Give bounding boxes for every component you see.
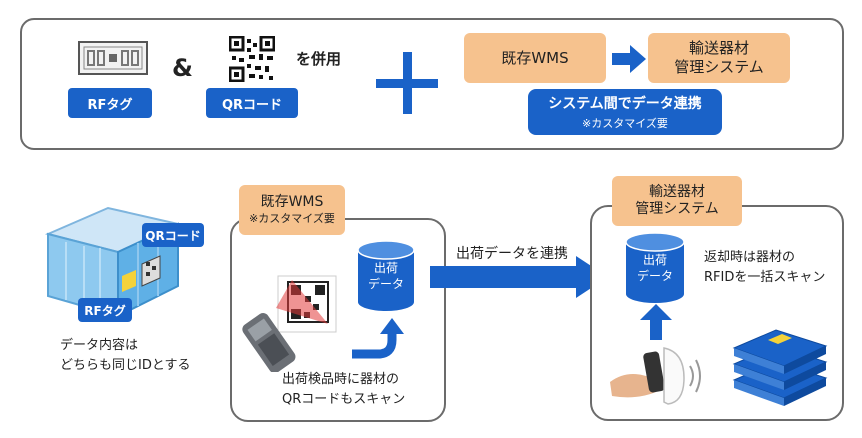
handheld-scanner-icon [242,275,337,372]
wms-database-icon [358,240,414,311]
qr-code-icon [228,35,276,83]
wms-caption-line2: QRコードもスキャン [282,392,406,408]
arrow-right-icon [612,45,646,73]
curved-up-arrow-icon [352,318,404,359]
plus-icon [376,52,438,114]
wms-caption: 出荷検品時に器材の QRコードもスキャン [282,370,405,410]
integration-title: システム間でデータ連携 [548,96,702,112]
equipment-db-label: 出荷 データ [626,252,684,284]
wms-note: ※カスタマイズ要 [249,211,335,225]
wms-caption-line1: 出荷検品時に器材の [282,372,400,387]
wms-db-line1: 出荷 [373,261,398,275]
equipment-db-line1: 出荷 [642,253,667,267]
stacked-containers-icon [732,329,828,406]
container-rf-label: RFタグ [78,298,132,322]
wms-title-box: 既存WMS ※カスタマイズ要 [239,185,345,235]
qr-code-image [228,35,276,83]
existing-wms-box: 既存WMS [464,33,606,83]
equipment-system-line2: 管理システム [674,58,764,76]
equipment-title-box: 輸送器材 管理システム [612,176,742,226]
equipment-system-line1: 輸送器材 [688,39,749,58]
equipment-caption: 返却時は器材の RFIDを一括スキャン [704,248,825,288]
big-arrow-right-icon [430,256,608,298]
rfid-reader-icon [610,347,701,405]
caption-line-1: データ内容は [60,338,139,353]
wms-db-label: 出荷 データ [358,260,414,292]
link-arrow-label: 出荷データを連携 [456,246,568,262]
integration-note: ※カスタマイズ要 [582,117,668,130]
equipment-system-box-top: 輸送器材 管理システム [648,33,790,83]
wms-title: 既存WMS [260,194,324,211]
ampersand: & [172,54,193,82]
equipment-title-line2: 管理システム [635,201,719,217]
caption-line-2: どちらも同じIDとする [60,358,191,374]
equipment-title-line1: 輸送器材 [649,183,705,200]
equipment-database-icon [626,232,684,303]
rfid-antenna-icon [83,46,143,70]
equipment-db-line2: データ [636,269,673,284]
container-qr-label: QRコード [142,223,204,247]
rf-tag-image [78,41,148,75]
combined-use-text: を併用 [296,50,342,68]
up-arrow-icon [640,304,672,340]
data-content-caption: データ内容は どちらも同じIDとする [60,336,190,376]
wms-db-line2: データ [367,277,404,292]
equipment-caption-line2: RFIDを一括スキャン [704,270,826,286]
equipment-caption-line1: 返却時は器材の [704,250,796,265]
integration-box: システム間でデータ連携 ※カスタマイズ要 [528,89,722,135]
existing-wms-label: 既存WMS [501,48,569,67]
qr-code-label: QRコード [206,88,298,118]
rf-tag-label: RFタグ [68,88,152,118]
container-illustration [44,206,182,318]
